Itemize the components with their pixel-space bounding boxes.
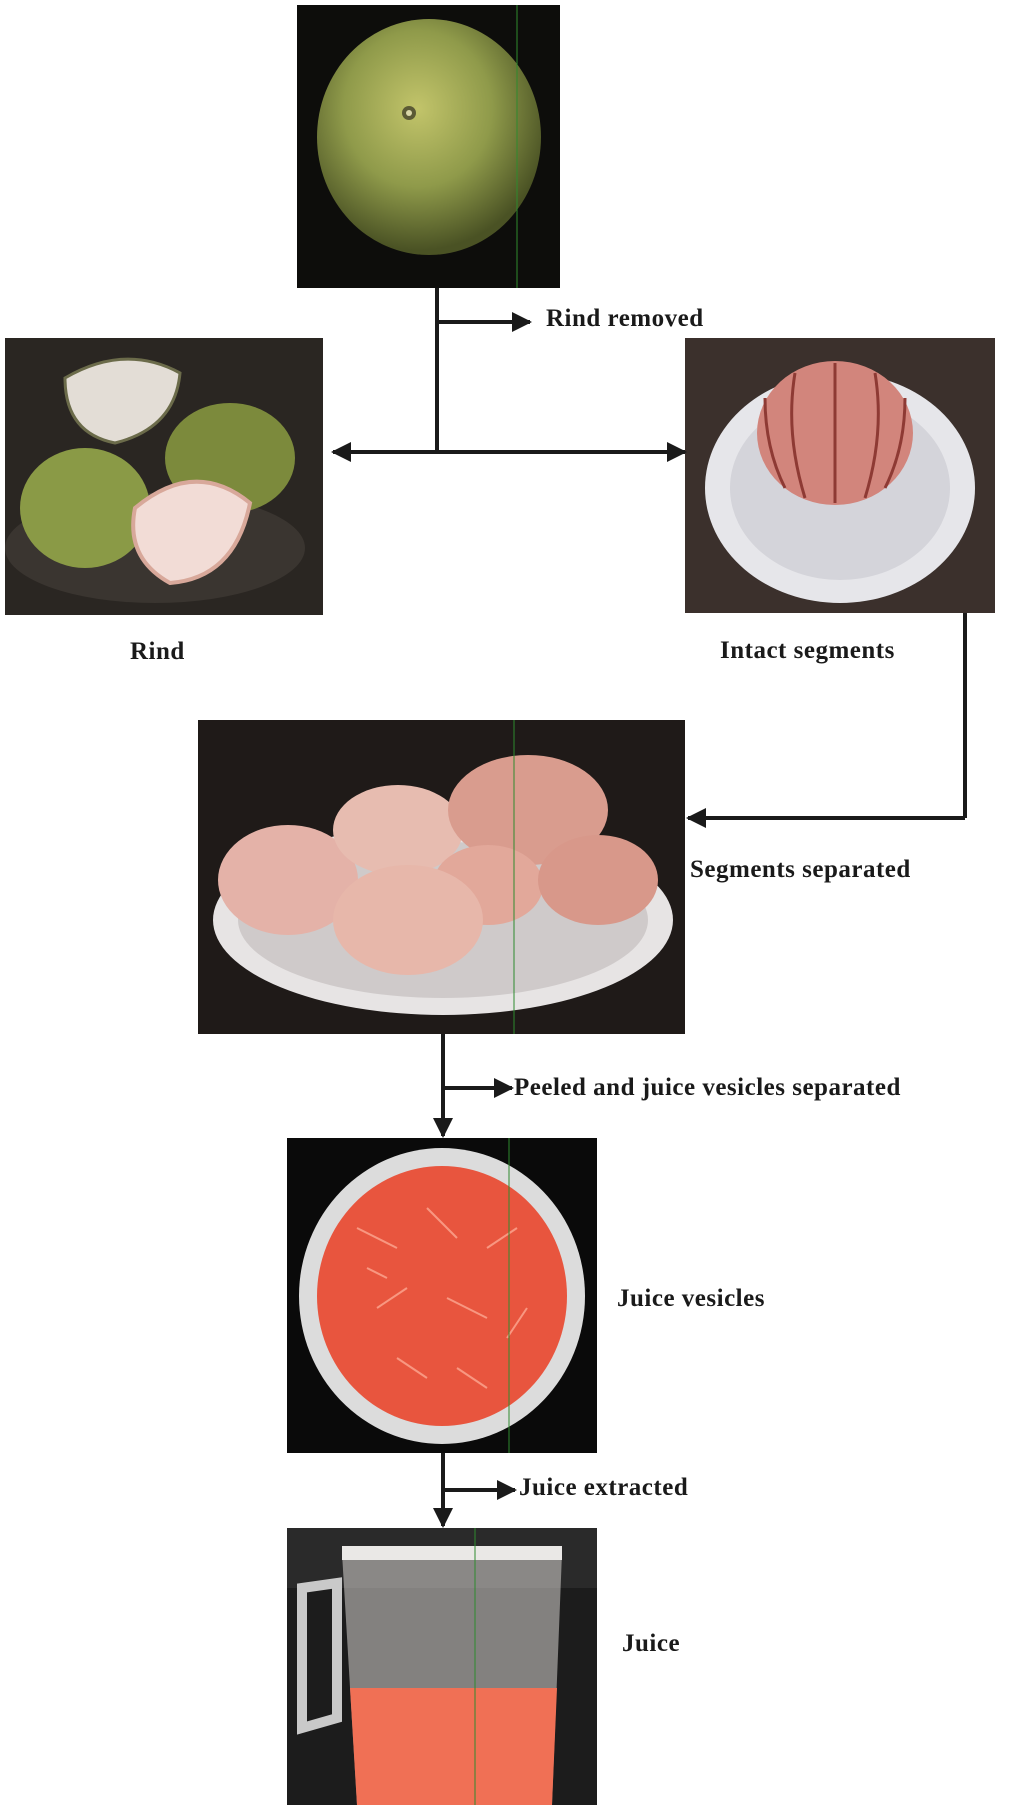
label-peeled: Peeled and juice vesicles separated	[514, 1074, 901, 1102]
segments-separated-photo	[198, 720, 685, 1034]
label-juice-vesicles: Juice vesicles	[617, 1285, 765, 1313]
rind-photo	[5, 338, 323, 615]
juice-photo	[287, 1528, 597, 1805]
label-juice-extracted: Juice extracted	[519, 1474, 688, 1502]
juice-vesicles-photo	[287, 1138, 597, 1453]
label-rind: Rind	[130, 638, 185, 666]
label-segments-separated: Segments separated	[690, 856, 911, 884]
label-intact-segments: Intact segments	[720, 637, 895, 665]
whole-fruit-photo	[297, 5, 560, 288]
label-juice: Juice	[622, 1630, 680, 1658]
label-rind-removed: Rind removed	[546, 305, 704, 333]
intact-segments-photo	[685, 338, 995, 613]
